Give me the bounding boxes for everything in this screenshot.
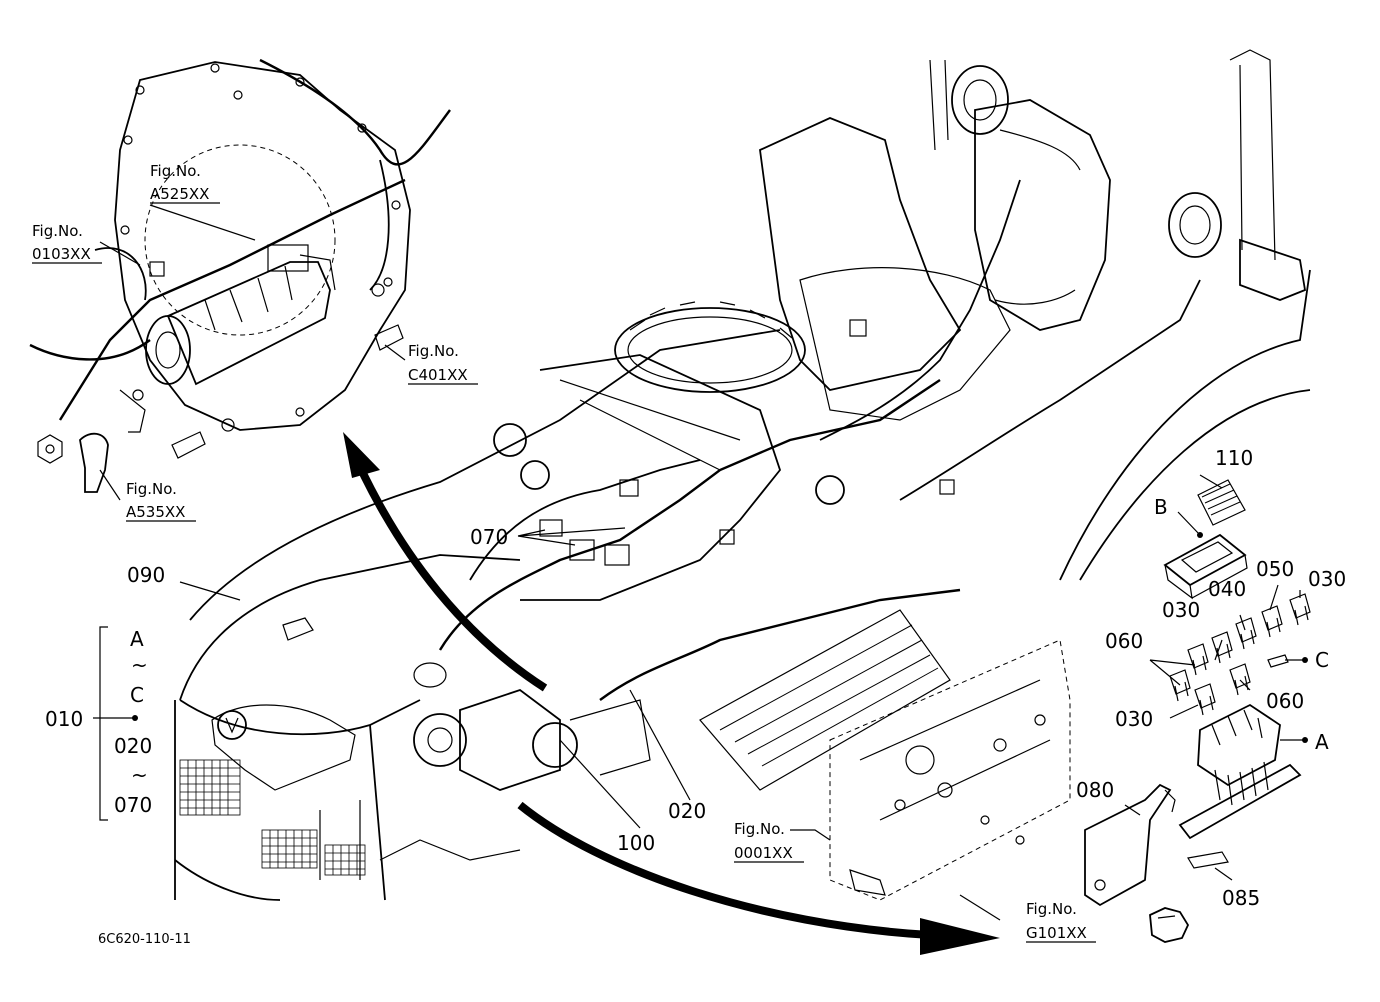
fig-ref-0001-label: Fig.No. — [734, 820, 785, 838]
fig-ref-0001: Fig.No. 0001XX — [734, 820, 804, 863]
range-tilde-1: ~ — [131, 653, 148, 677]
callout-080: 080 — [1076, 778, 1114, 802]
range-letter-c: C — [130, 683, 144, 707]
operator-seat — [759, 99, 1111, 421]
callout-085: 085 — [1222, 886, 1260, 910]
leader-lines — [93, 204, 1305, 921]
fig-ref-0103-label: Fig.No. — [32, 222, 83, 240]
fig-ref-a535-label: Fig.No. — [126, 480, 177, 498]
callout-100: 100 — [617, 831, 655, 855]
fig-ref-0103: Fig.No. 0103XX — [32, 222, 102, 264]
callout-030-mid: 030 — [1162, 598, 1200, 622]
engine-block — [829, 639, 1071, 901]
fuse-box-exploded — [1084, 479, 1311, 943]
point-letter-a: A — [1315, 730, 1329, 754]
work-lamps — [951, 65, 1222, 258]
fig-ref-a535: Fig.No. A535XX — [126, 480, 196, 522]
callout-030-right: 030 — [1308, 567, 1346, 591]
transfer-arrows — [343, 432, 1000, 955]
callout-070-top: 070 — [470, 525, 508, 549]
range-tilde-2: ~ — [131, 763, 148, 787]
point-letter-b: B — [1154, 495, 1168, 519]
fig-ref-c401: Fig.No. C401XX — [408, 342, 478, 385]
callout-060-right: 060 — [1266, 689, 1304, 713]
fig-ref-g101-code: G101XX — [1026, 924, 1087, 942]
steering-wheel — [614, 301, 806, 393]
starter-inset — [29, 58, 451, 493]
point-letter-c: C — [1315, 648, 1329, 672]
fig-ref-g101: Fig.No. G101XX — [1026, 900, 1096, 943]
floor-grate — [699, 609, 951, 791]
tractor-body — [174, 49, 1311, 901]
leader-dots — [132, 532, 1308, 743]
fig-ref-c401-code: C401XX — [408, 366, 468, 384]
drawing-code: 6C620-110-11 — [98, 932, 191, 947]
alternator — [413, 688, 651, 791]
callout-070-range: 070 — [114, 793, 152, 817]
callout-040: 040 — [1208, 577, 1246, 601]
callout-020: 020 — [668, 799, 706, 823]
range-letter-a: A — [130, 627, 144, 651]
callout-090: 090 — [127, 563, 165, 587]
callout-020-range: 020 — [114, 734, 152, 758]
callout-010: 010 — [45, 707, 83, 731]
callout-060-left: 060 — [1105, 629, 1143, 653]
callout-050: 050 — [1256, 557, 1294, 581]
fig-ref-a535-code: A535XX — [126, 503, 185, 521]
fig-ref-0103-code: 0103XX — [32, 245, 91, 263]
fig-ref-c401-label: Fig.No. — [408, 342, 459, 360]
fig-ref-g101-label: Fig.No. — [1026, 900, 1077, 918]
fig-ref-a525-label: Fig.No. — [150, 162, 201, 180]
callout-030-bottom: 030 — [1115, 707, 1153, 731]
front-grille — [179, 759, 366, 876]
fig-ref-0001-code: 0001XX — [734, 844, 793, 862]
fig-ref-a525-code: A525XX — [150, 185, 209, 203]
callout-110: 110 — [1215, 446, 1253, 470]
fig-ref-a525: Fig.No. A525XX — [150, 162, 220, 204]
